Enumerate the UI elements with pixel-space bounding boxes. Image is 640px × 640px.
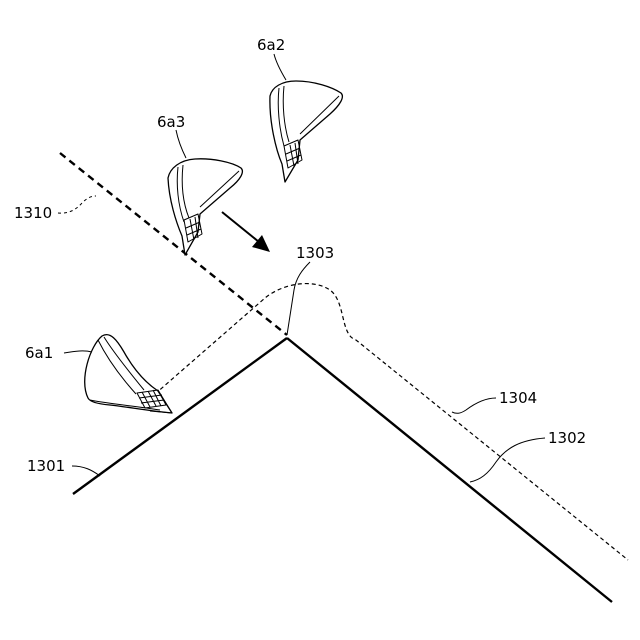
part-6a1 (85, 335, 172, 413)
label-6a1: 6a1 (25, 344, 53, 362)
label-6a2: 6a2 (257, 36, 285, 54)
motion-arrow (222, 212, 270, 252)
leader-1303 (287, 262, 310, 335)
surface-group (60, 153, 628, 602)
leader-1310 (58, 196, 96, 213)
label-6a3: 6a3 (157, 113, 185, 131)
leader-6a1 (64, 351, 92, 353)
label-1302: 1302 (548, 429, 586, 447)
label-1304: 1304 (499, 389, 537, 407)
label-1303: 1303 (296, 244, 334, 262)
part-6a3-body (168, 159, 242, 255)
leader-1301 (72, 466, 100, 476)
part-6a2 (270, 81, 342, 182)
label-1301: 1301 (27, 457, 65, 475)
arrow-shaft (222, 212, 259, 242)
solid-line-1302 (287, 338, 612, 602)
leader-6a2 (274, 54, 286, 80)
leader-6a3 (176, 130, 186, 158)
leader-1302 (470, 438, 545, 482)
leader-1304 (452, 398, 496, 413)
part-6a3 (168, 159, 242, 255)
label-1310: 1310 (14, 204, 52, 222)
